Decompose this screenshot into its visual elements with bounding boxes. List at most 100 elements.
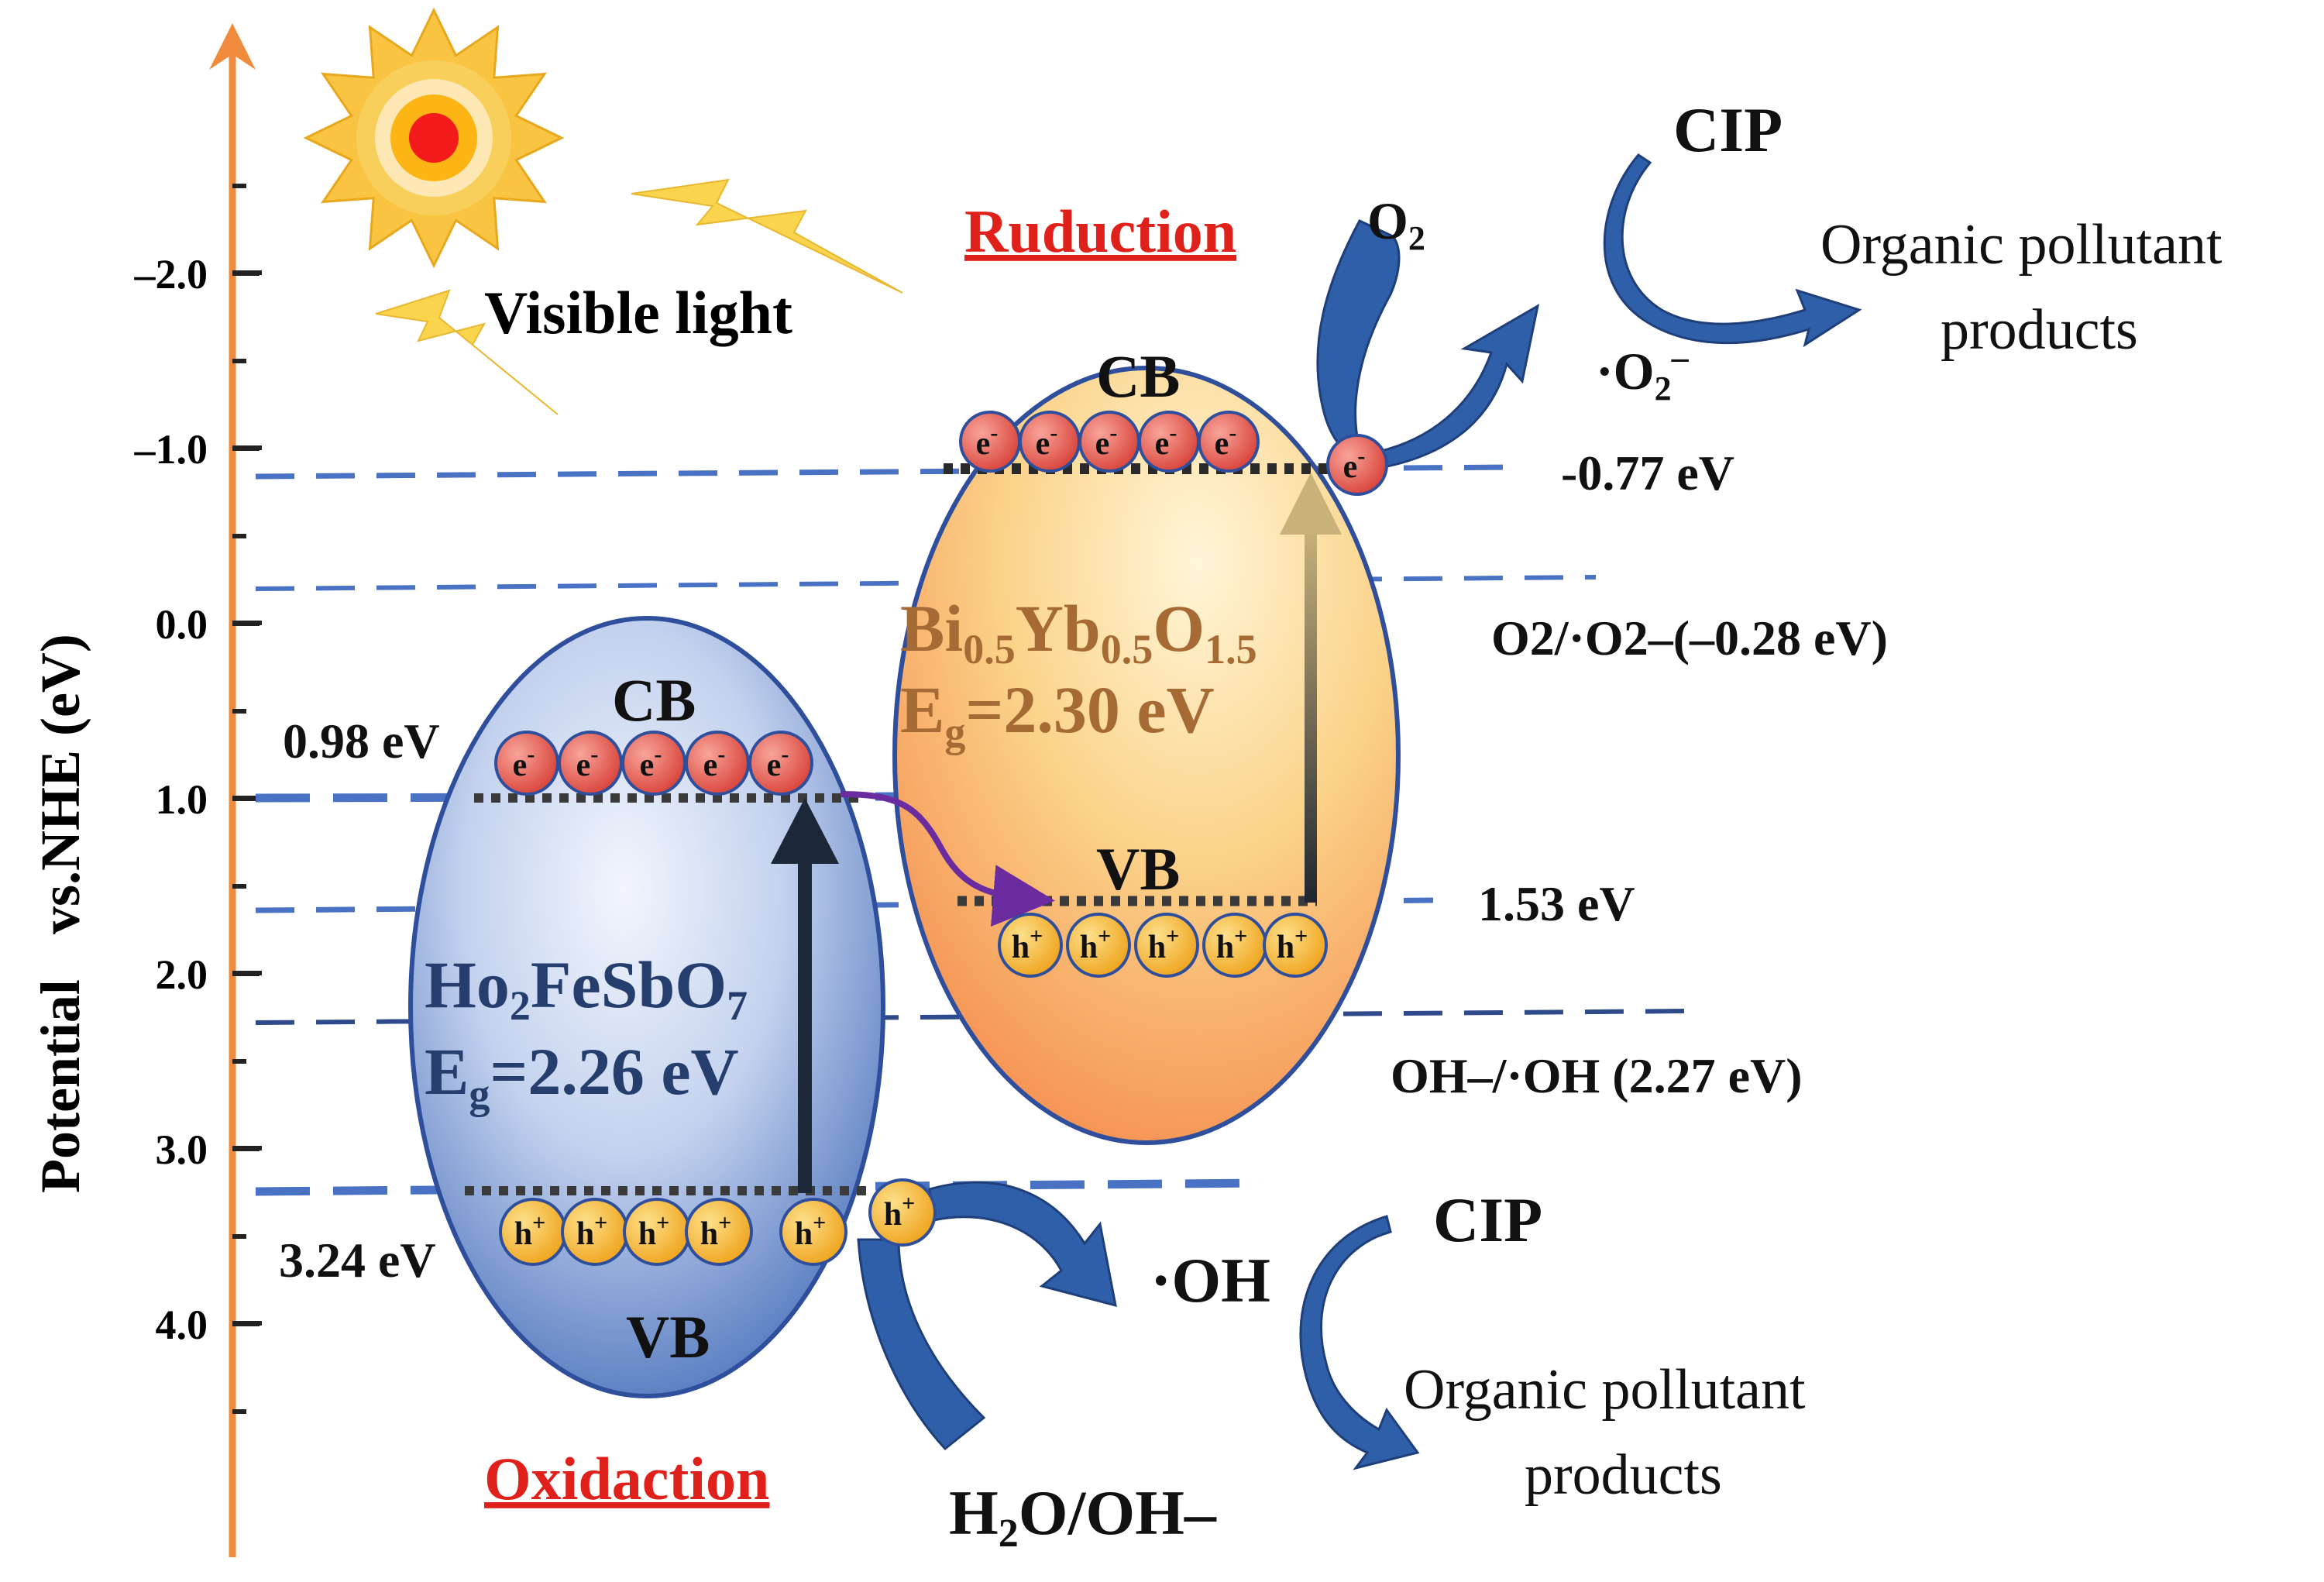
bi-bandgap-e: E: [900, 672, 944, 747]
electron-symbol: e-: [576, 741, 599, 783]
electron: e-: [685, 731, 750, 796]
charge-carriers: e-e-e-e-e-e-h+h+h+h+h+e-e-e-e-e-h+h+h+h+…: [494, 411, 1388, 1266]
hole-sup: +: [594, 1210, 607, 1236]
ho-vb-potential: 3.24 eV: [279, 1233, 436, 1288]
bi-arrow-head: [1280, 473, 1342, 535]
hole-circle: [868, 1178, 937, 1247]
electron-symbol: e-: [1036, 420, 1058, 462]
hole-sup: +: [1234, 923, 1247, 949]
hole-sup: +: [1098, 923, 1111, 949]
electron-sup: -: [1229, 420, 1236, 445]
water-sub: 2: [999, 1511, 1019, 1556]
bi-arrow-shaft: [1305, 527, 1317, 903]
hole-symbol: h+: [1080, 923, 1111, 965]
axis-label: Potential vs.NHE (eV): [29, 634, 91, 1193]
tick-label: 1.0: [156, 776, 208, 823]
bi-formula-sub2: 0.5: [1101, 626, 1153, 672]
pollutant-arrows: [1299, 153, 1862, 1470]
bi-formula: Bi0.5Yb0.5O1.5: [900, 591, 1257, 672]
hole: h+: [779, 1198, 847, 1266]
hole-symbol: h+: [638, 1210, 669, 1252]
hole-symbol: h+: [1148, 923, 1179, 965]
cip-top-degradation-arrow: [1603, 153, 1862, 348]
electron-sup: -: [590, 741, 598, 767]
electron-symbol: e-: [1215, 420, 1237, 462]
ho-cb-label: CB: [612, 666, 696, 734]
potential-axis: –2.0–1.00.01.02.03.04.0 Potential vs.NHE…: [29, 23, 262, 1557]
hole-symbol: h+: [1216, 923, 1247, 965]
hole-symbol: h+: [514, 1210, 545, 1252]
hole-base: h: [514, 1216, 532, 1252]
axis-arrowhead: [209, 23, 256, 70]
electron-symbol: e-: [1155, 420, 1177, 462]
electron-sup: -: [527, 741, 535, 767]
hole: h+: [868, 1178, 937, 1247]
electron-symbol: e-: [703, 741, 726, 783]
electron-sup: -: [1357, 443, 1365, 469]
tick-label: 0.0: [156, 601, 208, 648]
electron: e-: [494, 731, 559, 796]
electron-sup: -: [1169, 420, 1177, 445]
electron-sup: -: [990, 420, 998, 445]
hole-sup: +: [1030, 923, 1043, 949]
electron-base: e: [1036, 426, 1050, 462]
hole-circle: [685, 1198, 753, 1266]
bi-bandgap: Eg=2.30 eV: [900, 672, 1215, 755]
hole-circle: [998, 913, 1063, 978]
electron: e-: [558, 731, 623, 796]
tick-label: 4.0: [156, 1302, 208, 1348]
hole-sup: +: [1166, 923, 1179, 949]
electron-transfer-arrow: [840, 791, 1055, 927]
hole: h+: [623, 1198, 691, 1266]
electron-base: e: [513, 748, 528, 783]
ho-formula-mid: FeSbO: [531, 947, 727, 1022]
electron: e-: [748, 731, 813, 796]
electron-symbol: e-: [1343, 443, 1366, 485]
superoxide-outflow-arrow: [1370, 304, 1540, 470]
electron: e-: [1138, 411, 1200, 473]
hole-circle: [1134, 913, 1199, 978]
bi-formula-o: O: [1153, 591, 1205, 665]
ho-formula: Ho2FeSbO7: [425, 947, 748, 1029]
electron-symbol: e-: [640, 741, 662, 783]
electron-base: e: [703, 748, 718, 783]
ho-bandgap: Eg=2.26 eV: [425, 1034, 739, 1117]
electron-sup: -: [781, 741, 789, 767]
axis-ticks: [232, 184, 262, 1414]
electron-sup: -: [1109, 420, 1117, 445]
lightning-bolt-left-icon: [375, 289, 559, 415]
bi-vb-label: VB: [1096, 835, 1180, 903]
electron-sup: -: [1050, 420, 1057, 445]
water-inflow-arrow: [857, 1238, 986, 1451]
hole-base: h: [576, 1216, 594, 1252]
cip-bottom-degradation-arrow: [1299, 1215, 1420, 1470]
electron-sup: -: [654, 741, 662, 767]
electron-circle: [1198, 411, 1260, 473]
o2-label-base: O: [1367, 191, 1408, 250]
reduction-flow: [1316, 219, 1540, 470]
hole-base: h: [1277, 930, 1294, 965]
hole: h+: [1202, 913, 1267, 978]
hole-sup: +: [656, 1210, 669, 1236]
lightning-bolt-top-icon: [631, 178, 903, 294]
hole: h+: [499, 1198, 567, 1266]
electron-base: e: [576, 748, 591, 783]
hole-symbol: h+: [795, 1210, 826, 1252]
bi-formula-yb: Yb: [1016, 591, 1101, 665]
products-top-line1: Organic pollutant: [1820, 213, 2223, 277]
electron: e-: [959, 411, 1021, 473]
bi-vb-potential: 1.53 eV: [1478, 876, 1635, 931]
electron-symbol: e-: [976, 420, 999, 462]
electron-base: e: [976, 426, 991, 462]
bi-bandgap-value: =2.30 eV: [965, 672, 1214, 747]
hole-base: h: [1148, 930, 1166, 965]
electron-circle: [748, 731, 813, 796]
hole-base: h: [1080, 930, 1098, 965]
electron-sup: -: [717, 741, 725, 767]
hole: h+: [1066, 913, 1131, 978]
hole-symbol: h+: [700, 1210, 731, 1252]
water-rest: O/OH–: [1019, 1477, 1217, 1548]
hole-circle: [1066, 913, 1131, 978]
o2-couple-label: O2/·O2–(–0.28 eV): [1491, 610, 1888, 665]
electron: e-: [1019, 411, 1081, 473]
